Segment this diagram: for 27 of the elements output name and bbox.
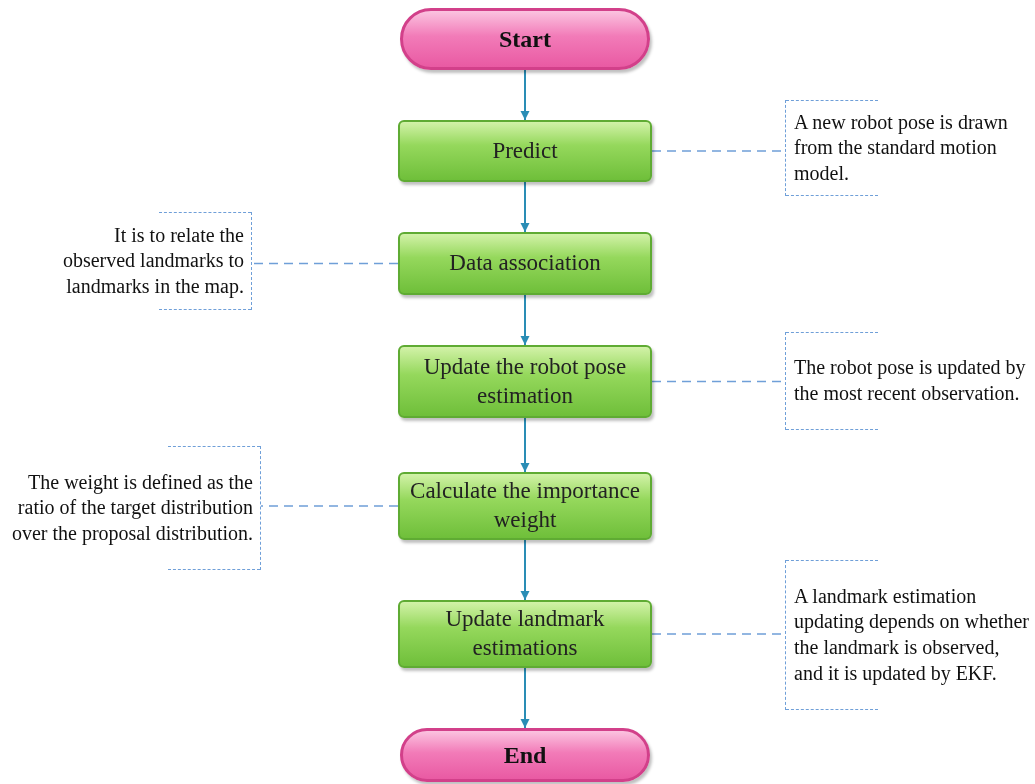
node-text: A new robot pose is drawn from the standard motion model. [794, 109, 1009, 186]
node-text: Update the robot pose estimation [422, 352, 628, 410]
arrow [520, 294, 530, 346]
dashed-connector [260, 505, 399, 507]
arrow [520, 181, 530, 233]
node-text: Data association [449, 249, 601, 278]
arrow [520, 539, 530, 601]
process-box [398, 472, 652, 540]
arrow [520, 69, 530, 121]
process-box [398, 120, 652, 182]
arrow [520, 667, 530, 729]
node-text: Update landmark estimations [444, 605, 606, 662]
node-text: Predict [492, 136, 558, 165]
process-box [398, 232, 652, 295]
node-text: A landmark estimation updating depends on whether the landmark is observed, and it is updated by EKF. [794, 583, 1030, 687]
process-box [398, 345, 652, 418]
node-text: The weight is defined as the ratio of the target distribution over the proposal distribution. [10, 469, 253, 547]
node-text: End [503, 741, 547, 769]
process-box [398, 600, 652, 668]
terminal-pill [400, 728, 650, 782]
node-text: The robot pose is updated by the most recent observation. [794, 355, 1027, 406]
arrow [520, 417, 530, 473]
dashed-connector [251, 262, 399, 265]
node-text: It is to relate the observed landmarks to landmarks in the map. [61, 222, 244, 300]
terminal-pill [400, 8, 650, 70]
node-text: Calculate the importance weight [410, 477, 640, 534]
node-text: Start [499, 25, 551, 53]
